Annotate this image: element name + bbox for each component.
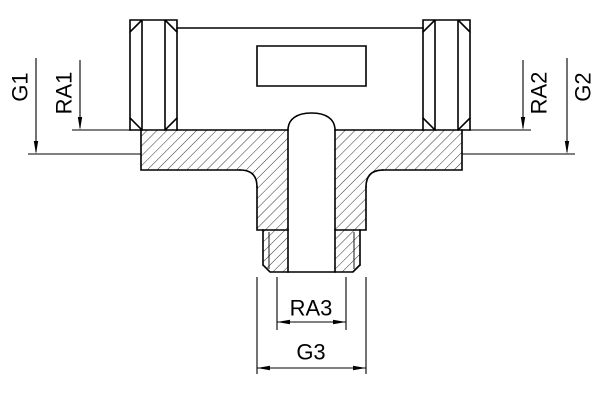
center-boss-rectangle (256, 45, 367, 87)
dimension-ra1: RA1 (52, 60, 130, 131)
dimension-g2: G2 (462, 58, 596, 155)
label-ra2: RA2 (527, 72, 552, 115)
dimension-g3: G3 (256, 277, 367, 374)
bore-walls (287, 129, 336, 273)
left-nut (128, 19, 179, 131)
ra3-arrow-right (333, 319, 346, 325)
label-ra1: RA1 (52, 72, 77, 115)
label-g1: G1 (8, 72, 33, 101)
label-g2: G2 (571, 72, 596, 101)
part-outline (128, 19, 472, 273)
section-hatching (141, 130, 462, 272)
label-g3: G3 (296, 340, 325, 365)
right-nut (421, 19, 472, 131)
body-bottom-edge-and-bore-dome (129, 112, 471, 131)
hatch-right-flange (335, 130, 462, 272)
dimension-ra3: RA3 (276, 277, 347, 330)
dimension-annotations: G1 RA1 RA2 G2 (8, 58, 596, 374)
ra2-arrow-down (520, 117, 526, 130)
g2-arrow-down (564, 141, 570, 154)
hatch-left-flange (141, 130, 288, 272)
g1-arrow-down (33, 141, 39, 154)
ra3-arrow-left (277, 319, 290, 325)
flange (140, 129, 463, 171)
branch-walls (256, 186, 367, 231)
thread-root-lines (268, 232, 355, 269)
thread-outer (261, 229, 362, 273)
g3-arrow-right (353, 365, 366, 371)
g3-arrow-left (257, 365, 270, 371)
ra1-arrow-down (77, 117, 83, 130)
dimension-g1: G1 (8, 58, 141, 155)
dimension-ra2: RA2 (470, 60, 552, 131)
label-ra3: RA3 (290, 296, 333, 321)
flange-fillets (239, 169, 384, 188)
